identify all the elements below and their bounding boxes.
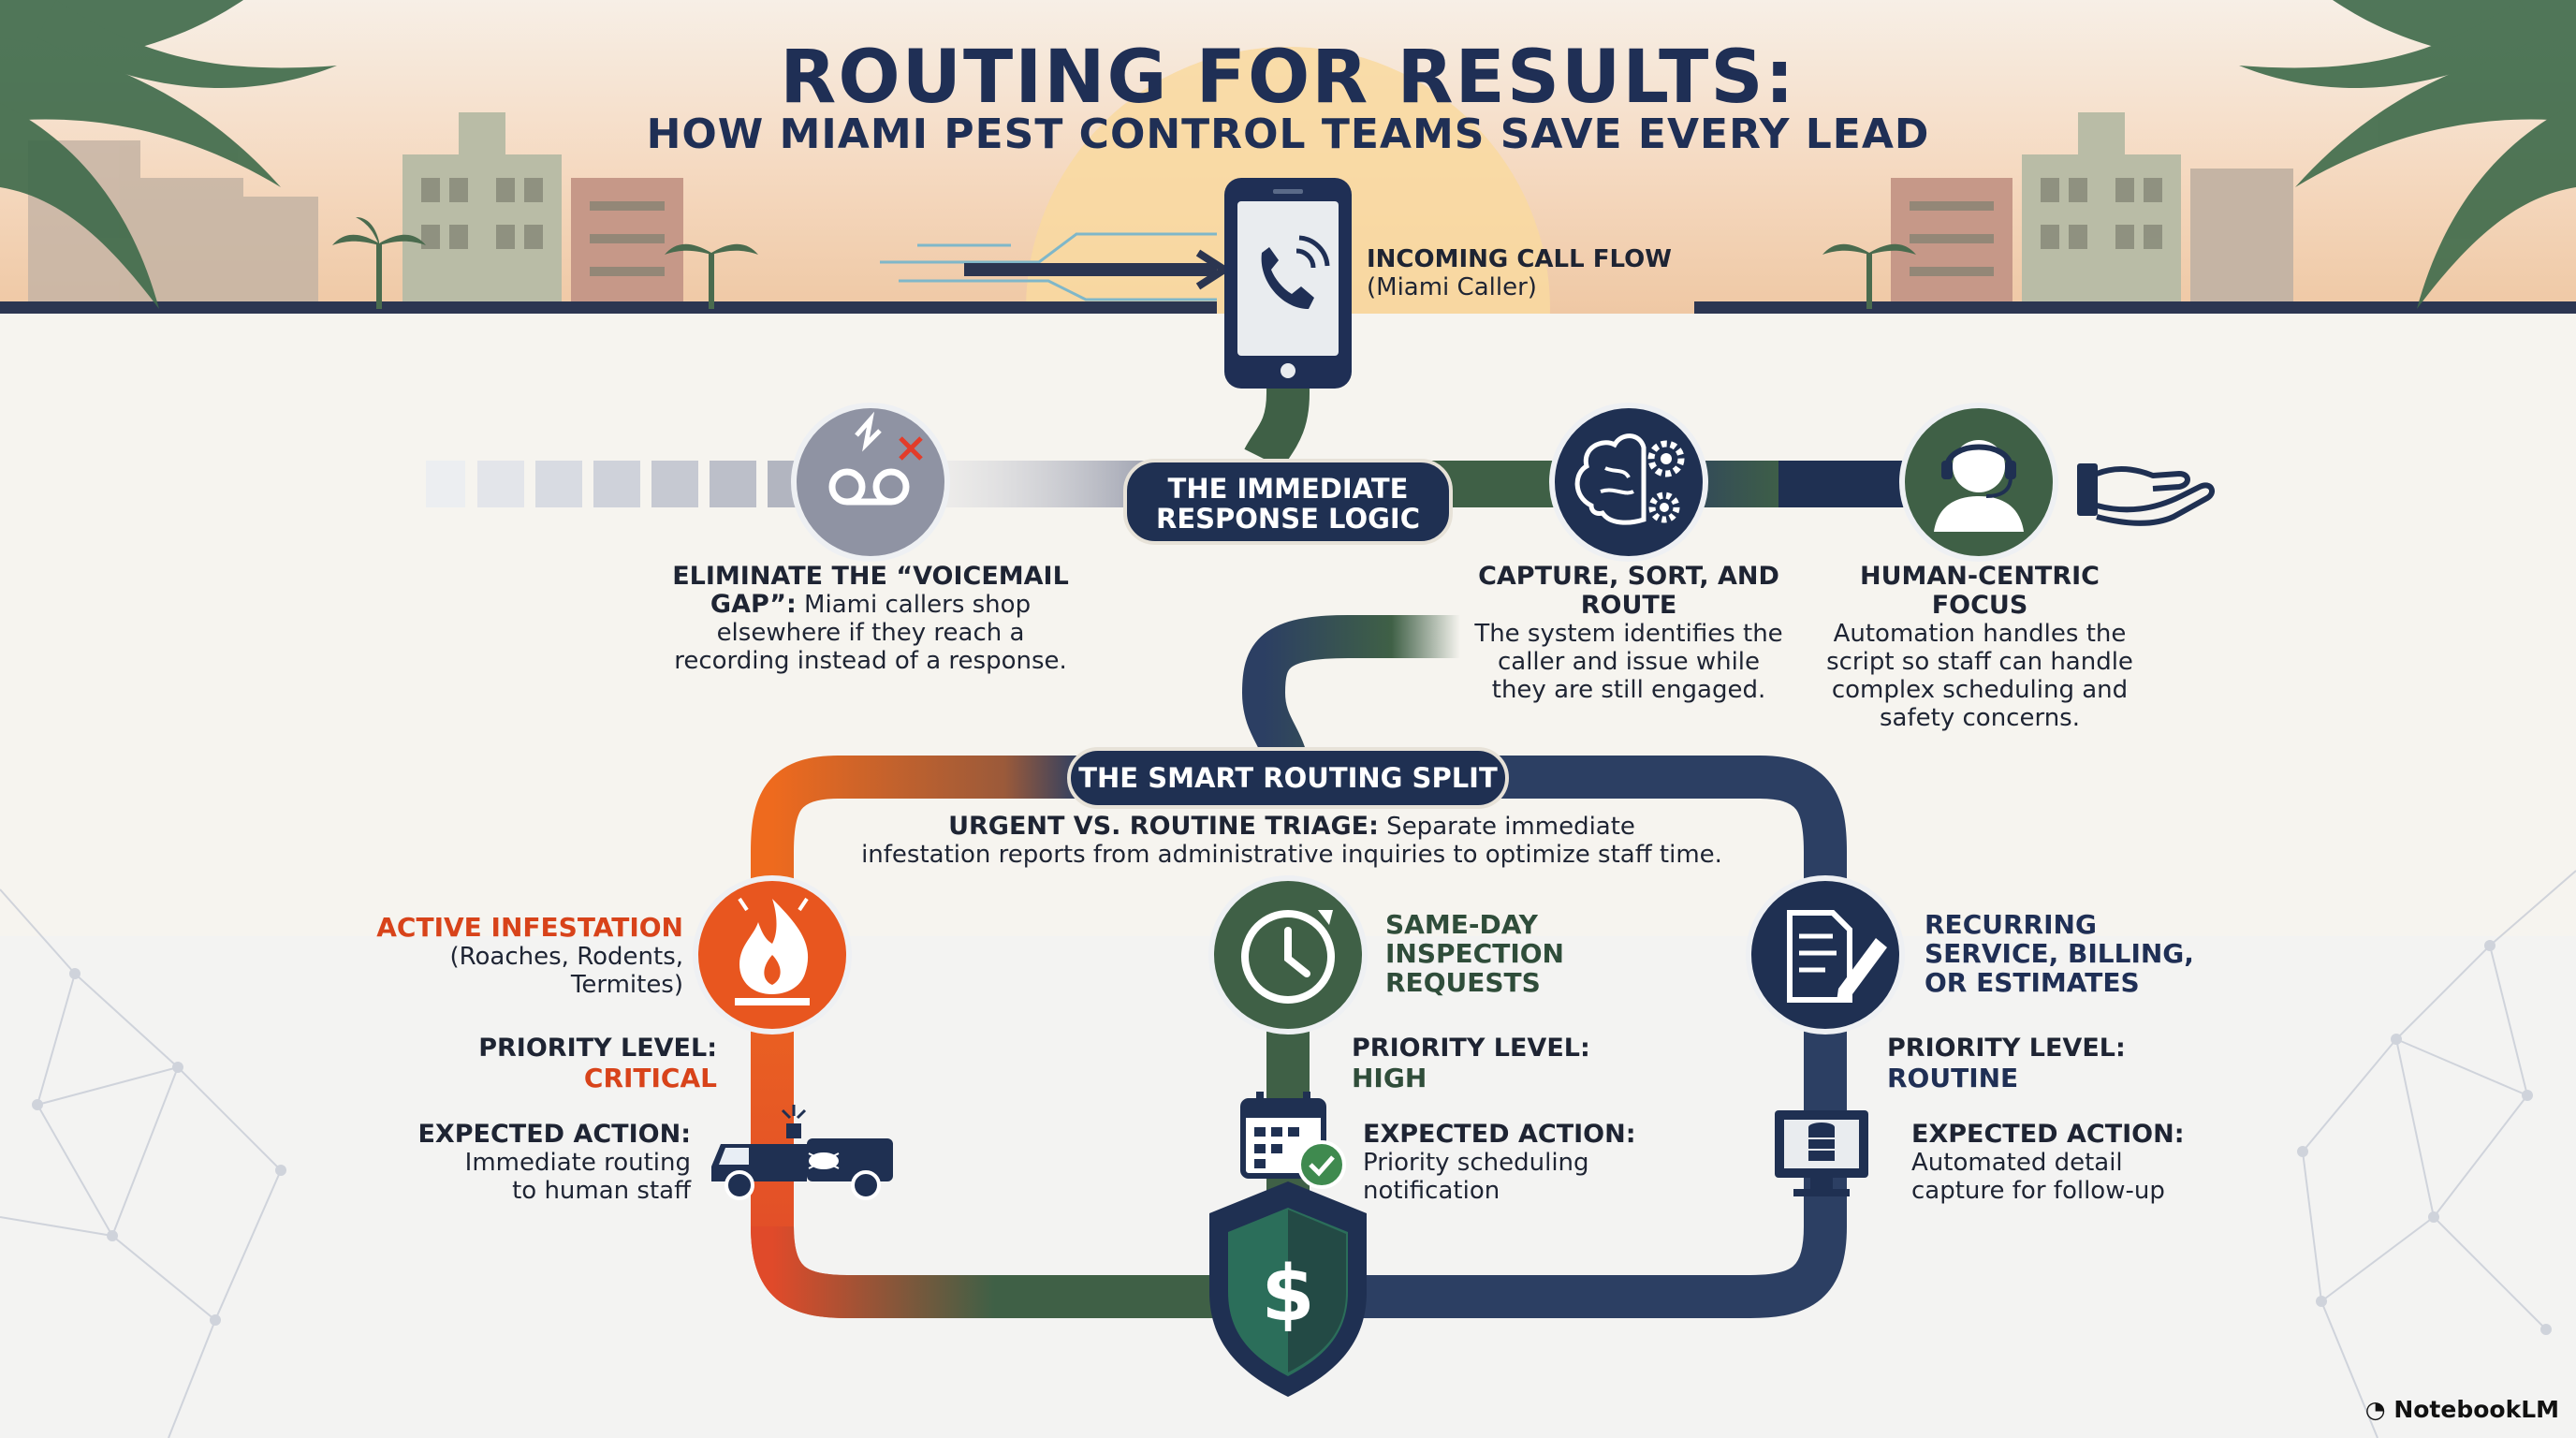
response-logic-line2: RESPONSE LOGIC xyxy=(1156,503,1420,535)
art-deco-buildings-right xyxy=(1891,112,2293,314)
routine-action-label: EXPECTED ACTION: xyxy=(1911,1120,2185,1149)
open-hand-icon xyxy=(2077,463,2216,526)
response-logic-line1: THE IMMEDIATE xyxy=(1167,473,1409,505)
network-decoration-right xyxy=(2297,870,2576,1438)
capture-heading: CAPTURE, SORT, AND ROUTE xyxy=(1478,562,1779,620)
page-title: ROUTING FOR RESULTS: xyxy=(780,36,1796,120)
voicemail-icon xyxy=(791,403,950,562)
voicemail-heading-line1: ELIMINATE THE “VOICEMAIL xyxy=(672,562,1069,591)
human-body-line1: Automation handles the xyxy=(1833,620,2127,648)
voicemail-body-line2: Miami callers shop xyxy=(796,591,1032,619)
triage-body-line1: Separate immediate xyxy=(1378,813,1635,841)
critical-priority-label: PRIORITY LEVEL: xyxy=(478,1034,717,1063)
high-title-line2: INSPECTION xyxy=(1385,938,1564,969)
critical-title: ACTIVE INFESTATION xyxy=(376,912,683,943)
phone-icon xyxy=(1224,178,1352,389)
capture-body-line2: caller and issue while xyxy=(1497,648,1761,676)
high-action-line1: Priority scheduling xyxy=(1363,1149,1589,1177)
capture-body-line3: they are still engaged. xyxy=(1491,676,1766,704)
critical-priority-value: CRITICAL xyxy=(583,1063,717,1093)
critical-branch-title: ACTIVE INFESTATION (Roaches, Rodents, Te… xyxy=(356,912,683,999)
triage-text: URGENT VS. ROUTINE TRIAGE: Separate imme… xyxy=(824,812,1760,870)
high-branch-title: SAME-DAY INSPECTION REQUESTS xyxy=(1385,910,1666,997)
critical-action-line1: Immediate routing xyxy=(464,1149,691,1177)
routine-title-line1: RECURRING xyxy=(1925,909,2097,940)
network-decoration-left xyxy=(0,888,286,1438)
incoming-subtitle: (Miami Caller) xyxy=(1367,273,1537,301)
voicemail-body-line4: recording instead of a response. xyxy=(674,647,1067,675)
human-body-line2: script so staff can handle xyxy=(1826,648,2133,676)
palm-tree-icon xyxy=(332,217,1916,309)
triage-body-line2: infestation reports from administrative … xyxy=(861,841,1722,869)
routine-priority: PRIORITY LEVEL: ROUTINE xyxy=(1887,1034,2168,1093)
response-logic-pill: THE IMMEDIATE RESPONSE LOGIC xyxy=(1123,459,1453,545)
voicemail-heading-line2: GAP”: xyxy=(710,590,797,619)
high-action: EXPECTED ACTION: Priority scheduling not… xyxy=(1363,1120,1662,1205)
brand-logo-icon: ◔ xyxy=(2364,1396,2394,1423)
page-subtitle: HOW MIAMI PEST CONTROL TEAMS SAVE EVERY … xyxy=(646,110,1930,158)
human-centric-text: HUMAN-CENTRIC FOCUS Automation handles t… xyxy=(1816,562,2144,732)
human-body-line4: safety concerns. xyxy=(1880,704,2080,732)
incoming-call-label: INCOMING CALL FLOW (Miami Caller) xyxy=(1367,245,1672,301)
svg-text:$: $ xyxy=(1261,1250,1314,1339)
critical-sub-line2: Termites) xyxy=(570,971,683,999)
critical-sub-line1: (Roaches, Rodents, xyxy=(449,943,683,971)
voicemail-fade-blocks xyxy=(426,461,814,507)
routine-priority-value: ROUTINE xyxy=(1887,1063,2019,1093)
calendar-check-icon xyxy=(1240,1092,1346,1189)
human-heading: HUMAN-CENTRIC FOCUS xyxy=(1859,562,2100,620)
routine-action-line2: capture for follow-up xyxy=(1911,1177,2165,1205)
van-icon xyxy=(711,1105,893,1200)
human-body-line3: complex scheduling and xyxy=(1831,676,2129,704)
high-priority-label: PRIORITY LEVEL: xyxy=(1352,1034,1590,1063)
high-action-line2: notification xyxy=(1363,1177,1500,1205)
routine-priority-label: PRIORITY LEVEL: xyxy=(1887,1034,2126,1063)
critical-priority: PRIORITY LEVEL: CRITICAL xyxy=(402,1034,717,1093)
voicemail-body-line3: elsewhere if they reach a xyxy=(716,619,1025,647)
smart-routing-split-pill: THE SMART ROUTING SPLIT xyxy=(1067,747,1509,809)
capture-sort-route-text: CAPTURE, SORT, AND ROUTE The system iden… xyxy=(1442,562,1816,704)
routine-branch-title: RECURRING SERVICE, BILLING, OR ESTIMATES xyxy=(1925,910,2243,997)
clock-icon xyxy=(1208,875,1368,1034)
palm-tree-icon xyxy=(2239,0,2576,309)
high-action-label: EXPECTED ACTION: xyxy=(1363,1120,1636,1149)
document-pen-icon xyxy=(1746,875,1905,1034)
critical-action-label: EXPECTED ACTION: xyxy=(417,1120,691,1149)
voicemail-gap-text: ELIMINATE THE “VOICEMAIL GAP”: Miami cal… xyxy=(655,562,1086,675)
triage-heading: URGENT VS. ROUTINE TRIAGE: xyxy=(948,812,1379,841)
critical-action-line2: to human staff xyxy=(512,1177,691,1205)
art-deco-buildings-left xyxy=(402,112,683,314)
headset-agent-icon xyxy=(1899,403,2058,562)
routine-title-line2: SERVICE, BILLING, xyxy=(1925,938,2194,969)
palm-tree-icon xyxy=(0,0,337,309)
critical-action: EXPECTED ACTION: Immediate routing to hu… xyxy=(374,1120,691,1205)
brand-watermark: ◔ NotebookLM xyxy=(2365,1396,2559,1423)
capture-body-line1: The system identifies the xyxy=(1474,620,1783,648)
high-priority-value: HIGH xyxy=(1352,1063,1427,1093)
computer-database-icon xyxy=(1775,1110,1868,1196)
routine-title-line3: OR ESTIMATES xyxy=(1925,967,2140,998)
routine-action-line1: Automated detail xyxy=(1911,1149,2123,1177)
signal-circuit-lines xyxy=(880,232,1217,301)
high-title-line1: SAME-DAY xyxy=(1385,909,1538,940)
high-title-line3: REQUESTS xyxy=(1385,967,1541,998)
brain-gears-icon xyxy=(1549,403,1708,562)
routine-action: EXPECTED ACTION: Automated detail captur… xyxy=(1911,1120,2230,1205)
high-priority: PRIORITY LEVEL: HIGH xyxy=(1352,1034,1632,1093)
incoming-title: INCOMING CALL FLOW xyxy=(1367,245,1672,273)
flame-icon xyxy=(693,875,852,1034)
brand-label: NotebookLM xyxy=(2393,1396,2559,1423)
shield-dollar-icon: $ xyxy=(1209,1181,1367,1397)
